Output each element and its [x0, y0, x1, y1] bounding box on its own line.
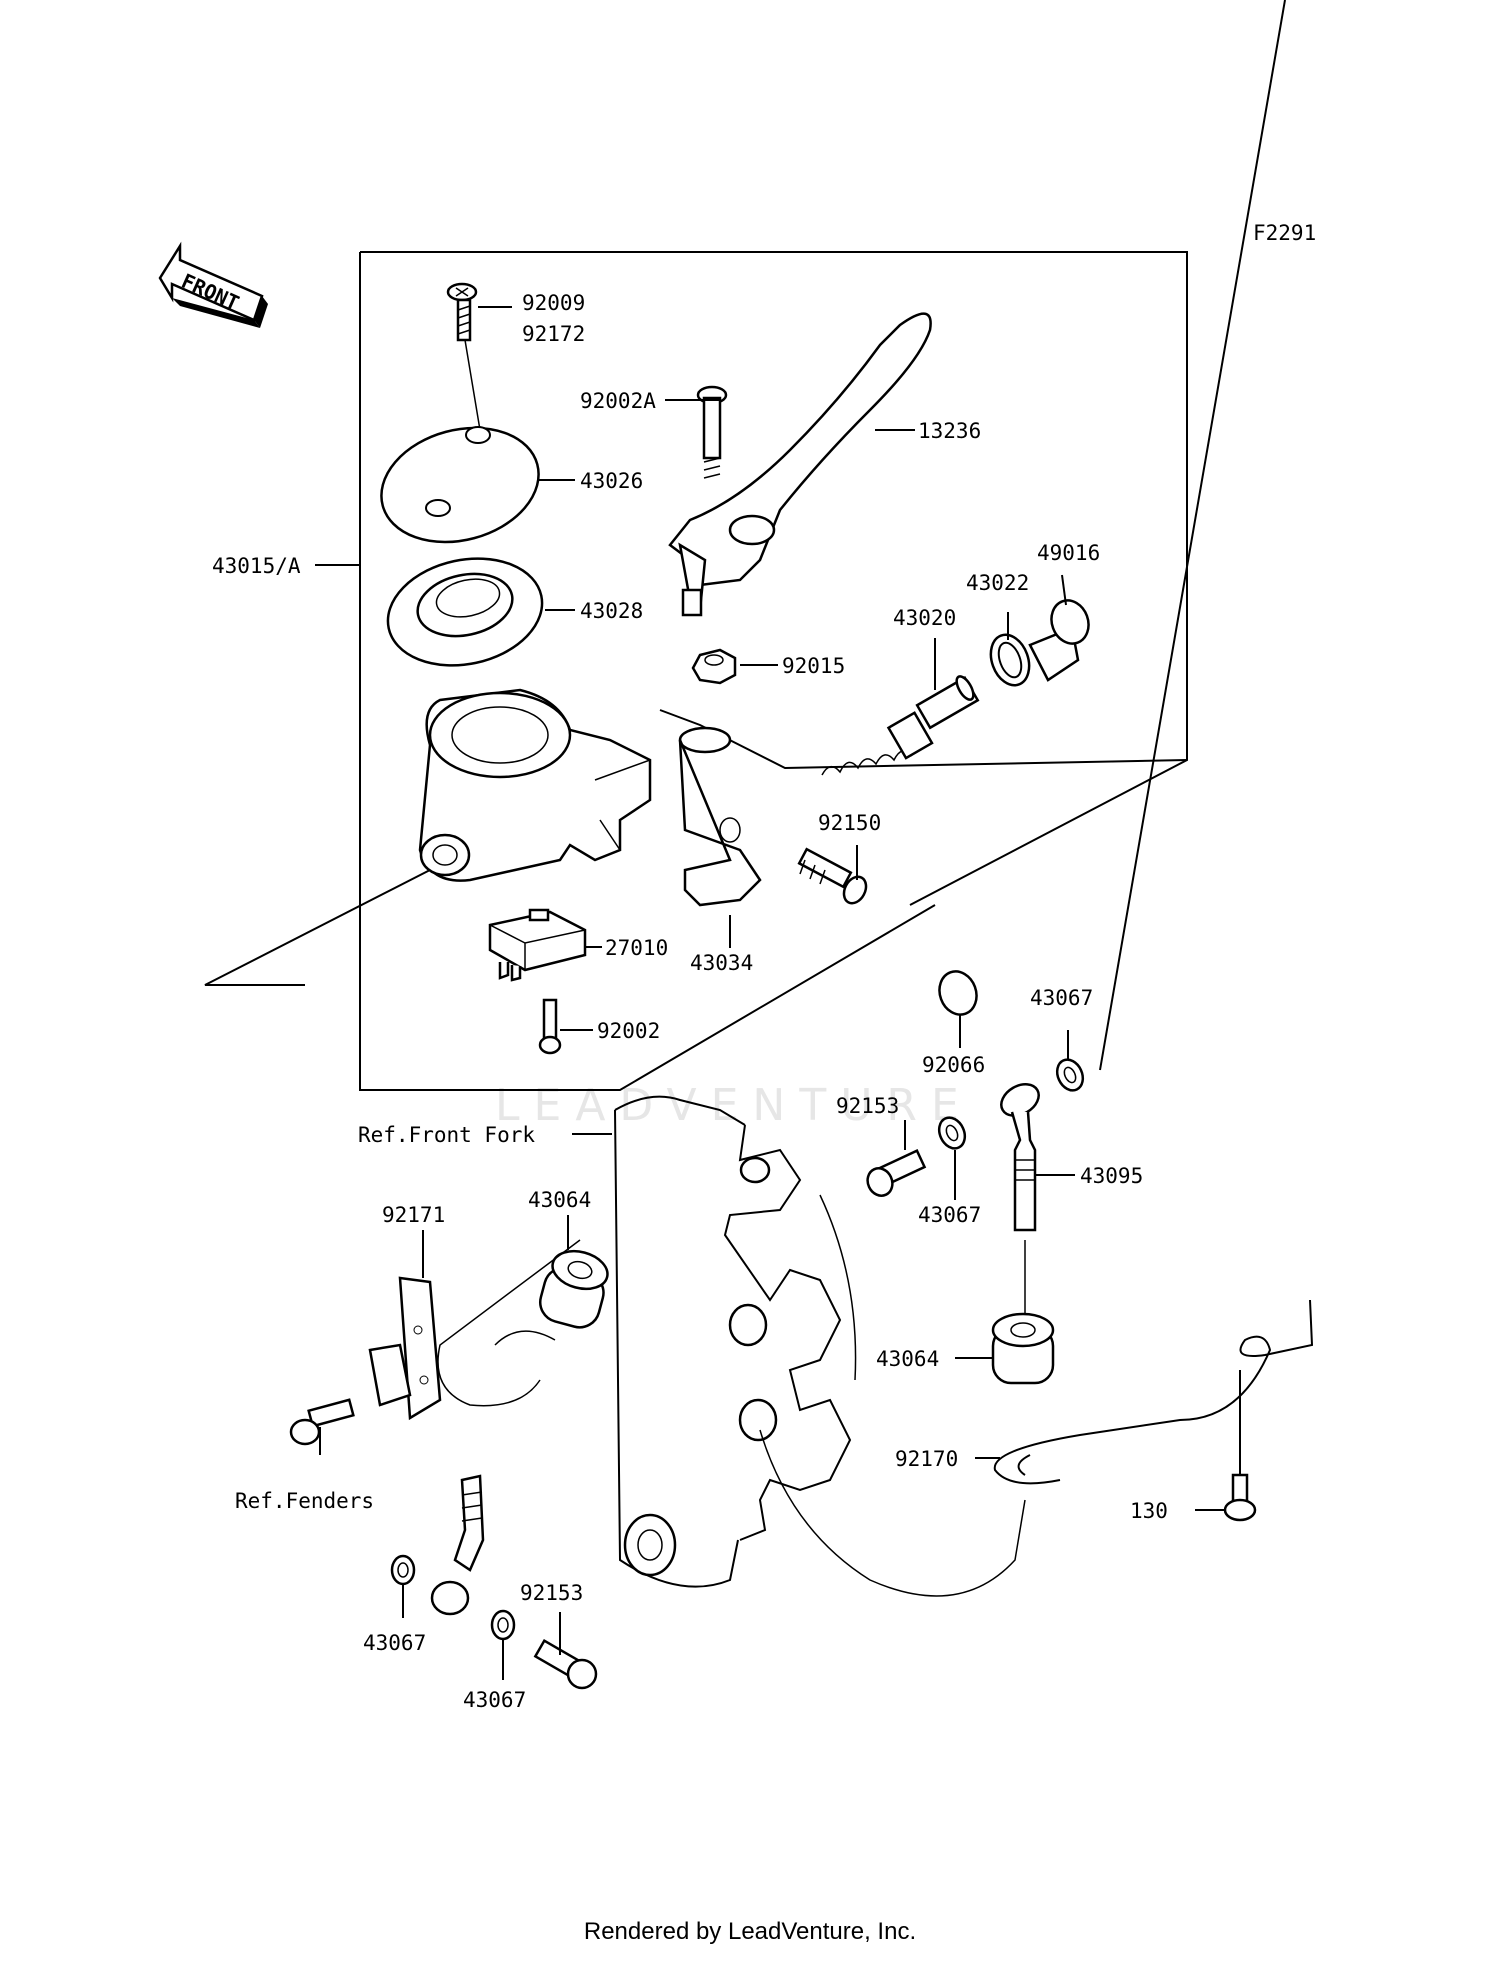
dust-boot-part	[1028, 599, 1090, 682]
part-label[interactable]: 92009	[522, 291, 585, 315]
part-label[interactable]: 92015	[782, 654, 845, 678]
washer-d-part	[490, 1609, 516, 1641]
brake-hose-part	[437, 1194, 1026, 1597]
hose-clip-part	[993, 1299, 1314, 1485]
hose-fitting-part	[1000, 1083, 1040, 1232]
grommet-b-part	[991, 1312, 1055, 1385]
part-label[interactable]: 49016	[1037, 541, 1100, 565]
front-fork-leg-part	[614, 1095, 852, 1588]
clamp-part	[678, 726, 762, 907]
part-label[interactable]: 43067	[363, 1631, 426, 1655]
projection-lines	[204, 709, 1188, 986]
clamp-bolt-part	[797, 847, 868, 905]
diaphragm-part	[386, 557, 544, 667]
part-label[interactable]: 130	[1130, 1499, 1168, 1523]
screw-92009-part	[446, 282, 478, 342]
part-label[interactable]: 43064	[528, 1188, 591, 1212]
rubber-cap-part	[938, 970, 978, 1016]
part-label[interactable]: 92170	[895, 1447, 958, 1471]
circlip-part	[989, 633, 1031, 687]
part-label[interactable]: 43067	[463, 1688, 526, 1712]
washer-c-part	[390, 1554, 416, 1586]
brake-switch-part	[488, 908, 587, 982]
ref-fenders-label: Ref.Fenders	[235, 1489, 374, 1513]
part-label[interactable]: 43028	[580, 599, 643, 623]
banjo-bolt-bottom-part	[533, 1638, 598, 1690]
banjo-bolt-top-part	[866, 1149, 927, 1197]
part-label[interactable]: 43026	[580, 469, 643, 493]
master-cylinder-body-part	[418, 688, 652, 882]
part-label[interactable]: 92002A	[580, 389, 656, 413]
brake-lever-part	[668, 312, 932, 617]
part-label[interactable]: 43015/A	[212, 554, 301, 578]
part-label[interactable]: 43034	[690, 951, 753, 975]
front-arrow-icon: FRONT	[158, 241, 268, 328]
hose-bracket-part	[368, 1276, 442, 1421]
part-label[interactable]: 92153	[520, 1581, 583, 1605]
figure-code: F2291	[1253, 221, 1316, 245]
assembly-outline	[359, 251, 1188, 1091]
reservoir-cap-part	[380, 426, 540, 544]
switch-screw-part	[538, 998, 562, 1055]
washer-a-part	[1055, 1058, 1085, 1092]
footer-credit: Rendered by LeadVenture, Inc.	[583, 1918, 917, 1945]
part-label[interactable]: 27010	[605, 936, 668, 960]
ref-front-fork-label: Ref.Front Fork	[358, 1123, 535, 1147]
part-label[interactable]: 43020	[893, 606, 956, 630]
leader-lines	[315, 0, 1286, 1680]
part-label[interactable]: 43022	[966, 571, 1029, 595]
grommet-a-part	[539, 1249, 609, 1329]
part-label[interactable]: 92002	[597, 1019, 660, 1043]
part-label[interactable]: 92066	[922, 1053, 985, 1077]
part-label[interactable]: 92171	[382, 1203, 445, 1227]
nut-part	[691, 648, 737, 685]
part-label[interactable]: 92153	[836, 1094, 899, 1118]
part-label[interactable]: 92172	[522, 322, 585, 346]
part-label[interactable]: 43067	[918, 1203, 981, 1227]
washer-b-part	[937, 1116, 967, 1150]
part-label[interactable]: 43095	[1080, 1164, 1143, 1188]
part-label[interactable]: 13236	[918, 419, 981, 443]
fender-bolt-part	[289, 1398, 355, 1446]
piston-assembly-part	[821, 675, 980, 776]
part-label[interactable]: 43067	[1030, 986, 1093, 1010]
part-label[interactable]: 43064	[876, 1347, 939, 1371]
lower-hose-end-part	[430, 1474, 485, 1616]
part-label[interactable]: 92150	[818, 811, 881, 835]
bolt-130-part	[1223, 1473, 1257, 1522]
watermark-text: LEADVENTURE	[495, 1080, 973, 1131]
